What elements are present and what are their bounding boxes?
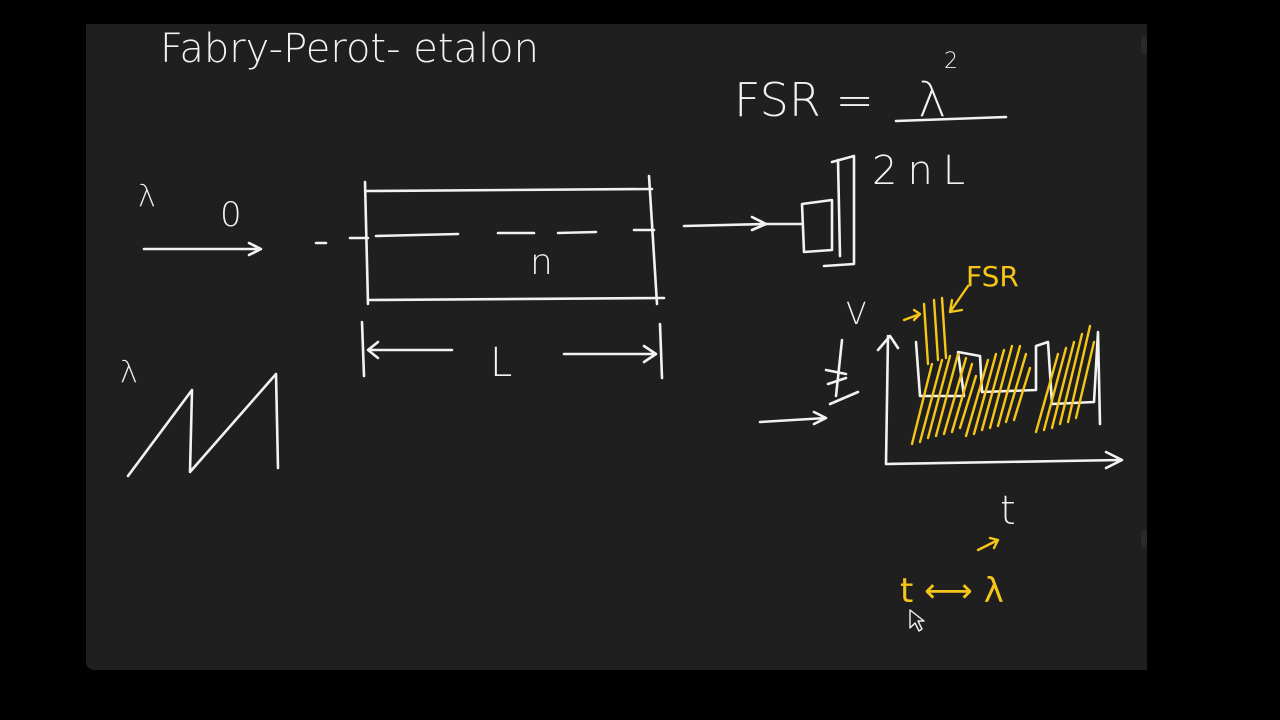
sawtooth-sweep [126, 372, 280, 478]
lambda-sweep-label: λ [120, 355, 138, 390]
pointer-cursor-icon [909, 609, 925, 632]
whiteboard-canvas[interactable]: Fabry-Perot- etalon FSR = λ 2 2nL λ 0 n … [86, 24, 1147, 670]
title-text: Fabry-Perot- etalon [160, 26, 539, 72]
formula-denominator: 2nL [872, 148, 975, 194]
output-arrow [682, 215, 768, 232]
time-axis-label: t [1000, 488, 1016, 534]
cavity-bottom [366, 296, 666, 302]
fsr-annotation: FSR [966, 260, 1019, 293]
formula-lhs: FSR = [734, 73, 874, 127]
signal-input-arrow [758, 410, 828, 426]
length-arrow-right [562, 344, 658, 364]
fraction-bar [894, 115, 1008, 123]
cavity-top [365, 187, 654, 193]
index-label: n [530, 242, 553, 283]
voltage-label: V [846, 297, 867, 332]
fringe-hatching-group-2 [964, 344, 1032, 438]
voltage-scribble [824, 338, 860, 406]
length-label: L [490, 340, 512, 386]
left-mirror [363, 180, 370, 306]
right-mirror [647, 174, 659, 306]
fsr-arrow-left [902, 308, 922, 322]
time-pointer-arrow [976, 536, 1000, 552]
length-tick-left [360, 320, 366, 378]
zero-label: 0 [220, 195, 242, 235]
length-tick-right [658, 322, 664, 380]
signal-trace [914, 330, 1102, 426]
input-arrow [142, 241, 263, 257]
detector-housing-inner [836, 158, 842, 258]
detector-box [800, 198, 834, 254]
detector-housing [822, 154, 856, 268]
length-arrow-left [366, 340, 454, 360]
formula-exponent: 2 [944, 49, 958, 74]
right-edge-handle-bottom [1141, 530, 1147, 548]
optical-axis-dashed [314, 228, 656, 245]
plot-axes [884, 334, 1124, 470]
time-lambda-relation: t ⟷ λ [900, 571, 1004, 611]
plot-y-arrowhead [876, 334, 900, 352]
whiteboard-drawing: Fabry-Perot- etalon FSR = λ 2 2nL λ 0 n … [120, 26, 1124, 632]
fringe-hatching-group-1 [910, 352, 978, 446]
lambda-input-label: λ [138, 179, 156, 214]
fringe-hatching-group-3 [1034, 324, 1096, 434]
fsr-arrow-right [948, 284, 970, 314]
right-edge-handle-top [1141, 36, 1147, 54]
fsr-marker-lines [922, 296, 948, 366]
